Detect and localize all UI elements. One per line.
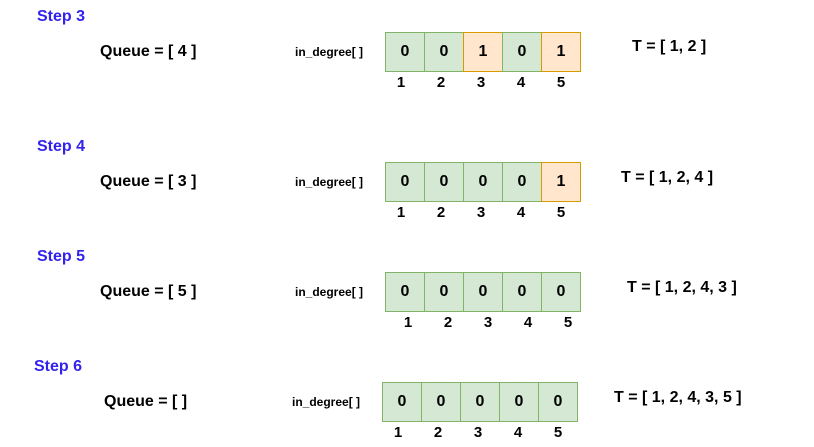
topological-order-list: T = [ 1, 2, 4, 3, 5 ] bbox=[614, 389, 742, 406]
in-degree-cell: 0 bbox=[382, 382, 422, 422]
in-degree-label: in_degree[ ] bbox=[295, 45, 364, 59]
in-degree-cell: 1 bbox=[541, 162, 581, 202]
queue-label: Queue = [ ] bbox=[104, 393, 188, 410]
in-degree-label: in_degree[ ] bbox=[295, 175, 364, 189]
in-degree-cell: 0 bbox=[424, 162, 464, 202]
index-label: 4 bbox=[513, 424, 523, 441]
index-label: 4 bbox=[523, 314, 533, 331]
index-label: 5 bbox=[553, 424, 563, 441]
in-degree-cell: 0 bbox=[385, 32, 425, 72]
index-label: 3 bbox=[473, 424, 483, 441]
step-title: Step 4 bbox=[37, 138, 86, 155]
in-degree-array: 0 0 0 0 1 bbox=[385, 162, 581, 202]
index-row: 1 2 3 4 5 bbox=[381, 205, 581, 221]
index-row: 1 2 3 4 5 bbox=[388, 315, 588, 331]
queue-label: Queue = [ 4 ] bbox=[100, 43, 197, 60]
topological-order-list: T = [ 1, 2, 4 ] bbox=[621, 169, 714, 186]
step-title: Step 5 bbox=[37, 248, 86, 265]
in-degree-cell: 0 bbox=[502, 32, 542, 72]
index-label: 3 bbox=[476, 74, 486, 91]
in-degree-cell: 0 bbox=[424, 32, 464, 72]
in-degree-label: in_degree[ ] bbox=[292, 395, 361, 409]
index-label: 1 bbox=[393, 424, 403, 441]
index-label: 2 bbox=[436, 74, 446, 91]
in-degree-cell: 0 bbox=[424, 272, 464, 312]
index-label: 2 bbox=[433, 424, 443, 441]
step-title: Step 3 bbox=[37, 8, 86, 25]
queue-label: Queue = [ 3 ] bbox=[100, 173, 197, 190]
index-label: 3 bbox=[476, 204, 486, 221]
index-row: 1 2 3 4 5 bbox=[378, 425, 578, 441]
in-degree-label: in_degree[ ] bbox=[295, 285, 364, 299]
index-row: 1 2 3 4 5 bbox=[381, 75, 581, 91]
index-label: 2 bbox=[443, 314, 453, 331]
index-label: 5 bbox=[556, 74, 566, 91]
index-label: 1 bbox=[403, 314, 413, 331]
in-degree-array: 0 0 0 0 0 bbox=[385, 272, 581, 312]
in-degree-cell: 0 bbox=[499, 382, 539, 422]
in-degree-cell: 0 bbox=[502, 162, 542, 202]
in-degree-cell: 0 bbox=[460, 382, 500, 422]
topological-order-list: T = [ 1, 2 ] bbox=[632, 38, 707, 55]
in-degree-array: 0 0 0 0 0 bbox=[382, 382, 578, 422]
in-degree-cell: 0 bbox=[463, 272, 503, 312]
in-degree-array: 0 0 1 0 1 bbox=[385, 32, 581, 72]
in-degree-cell: 0 bbox=[502, 272, 542, 312]
index-label: 4 bbox=[516, 74, 526, 91]
index-label: 4 bbox=[516, 204, 526, 221]
index-label: 3 bbox=[483, 314, 493, 331]
index-label: 5 bbox=[563, 314, 573, 331]
in-degree-cell: 1 bbox=[541, 32, 581, 72]
in-degree-cell: 0 bbox=[538, 382, 578, 422]
in-degree-cell: 0 bbox=[421, 382, 461, 422]
index-label: 5 bbox=[556, 204, 566, 221]
index-label: 1 bbox=[396, 74, 406, 91]
in-degree-cell: 1 bbox=[463, 32, 503, 72]
index-label: 1 bbox=[396, 204, 406, 221]
in-degree-cell: 0 bbox=[385, 272, 425, 312]
in-degree-cell: 0 bbox=[541, 272, 581, 312]
step-title: Step 6 bbox=[34, 358, 83, 375]
queue-label: Queue = [ 5 ] bbox=[100, 283, 197, 300]
topological-order-list: T = [ 1, 2, 4, 3 ] bbox=[627, 279, 737, 296]
index-label: 2 bbox=[436, 204, 446, 221]
in-degree-cell: 0 bbox=[463, 162, 503, 202]
in-degree-cell: 0 bbox=[385, 162, 425, 202]
